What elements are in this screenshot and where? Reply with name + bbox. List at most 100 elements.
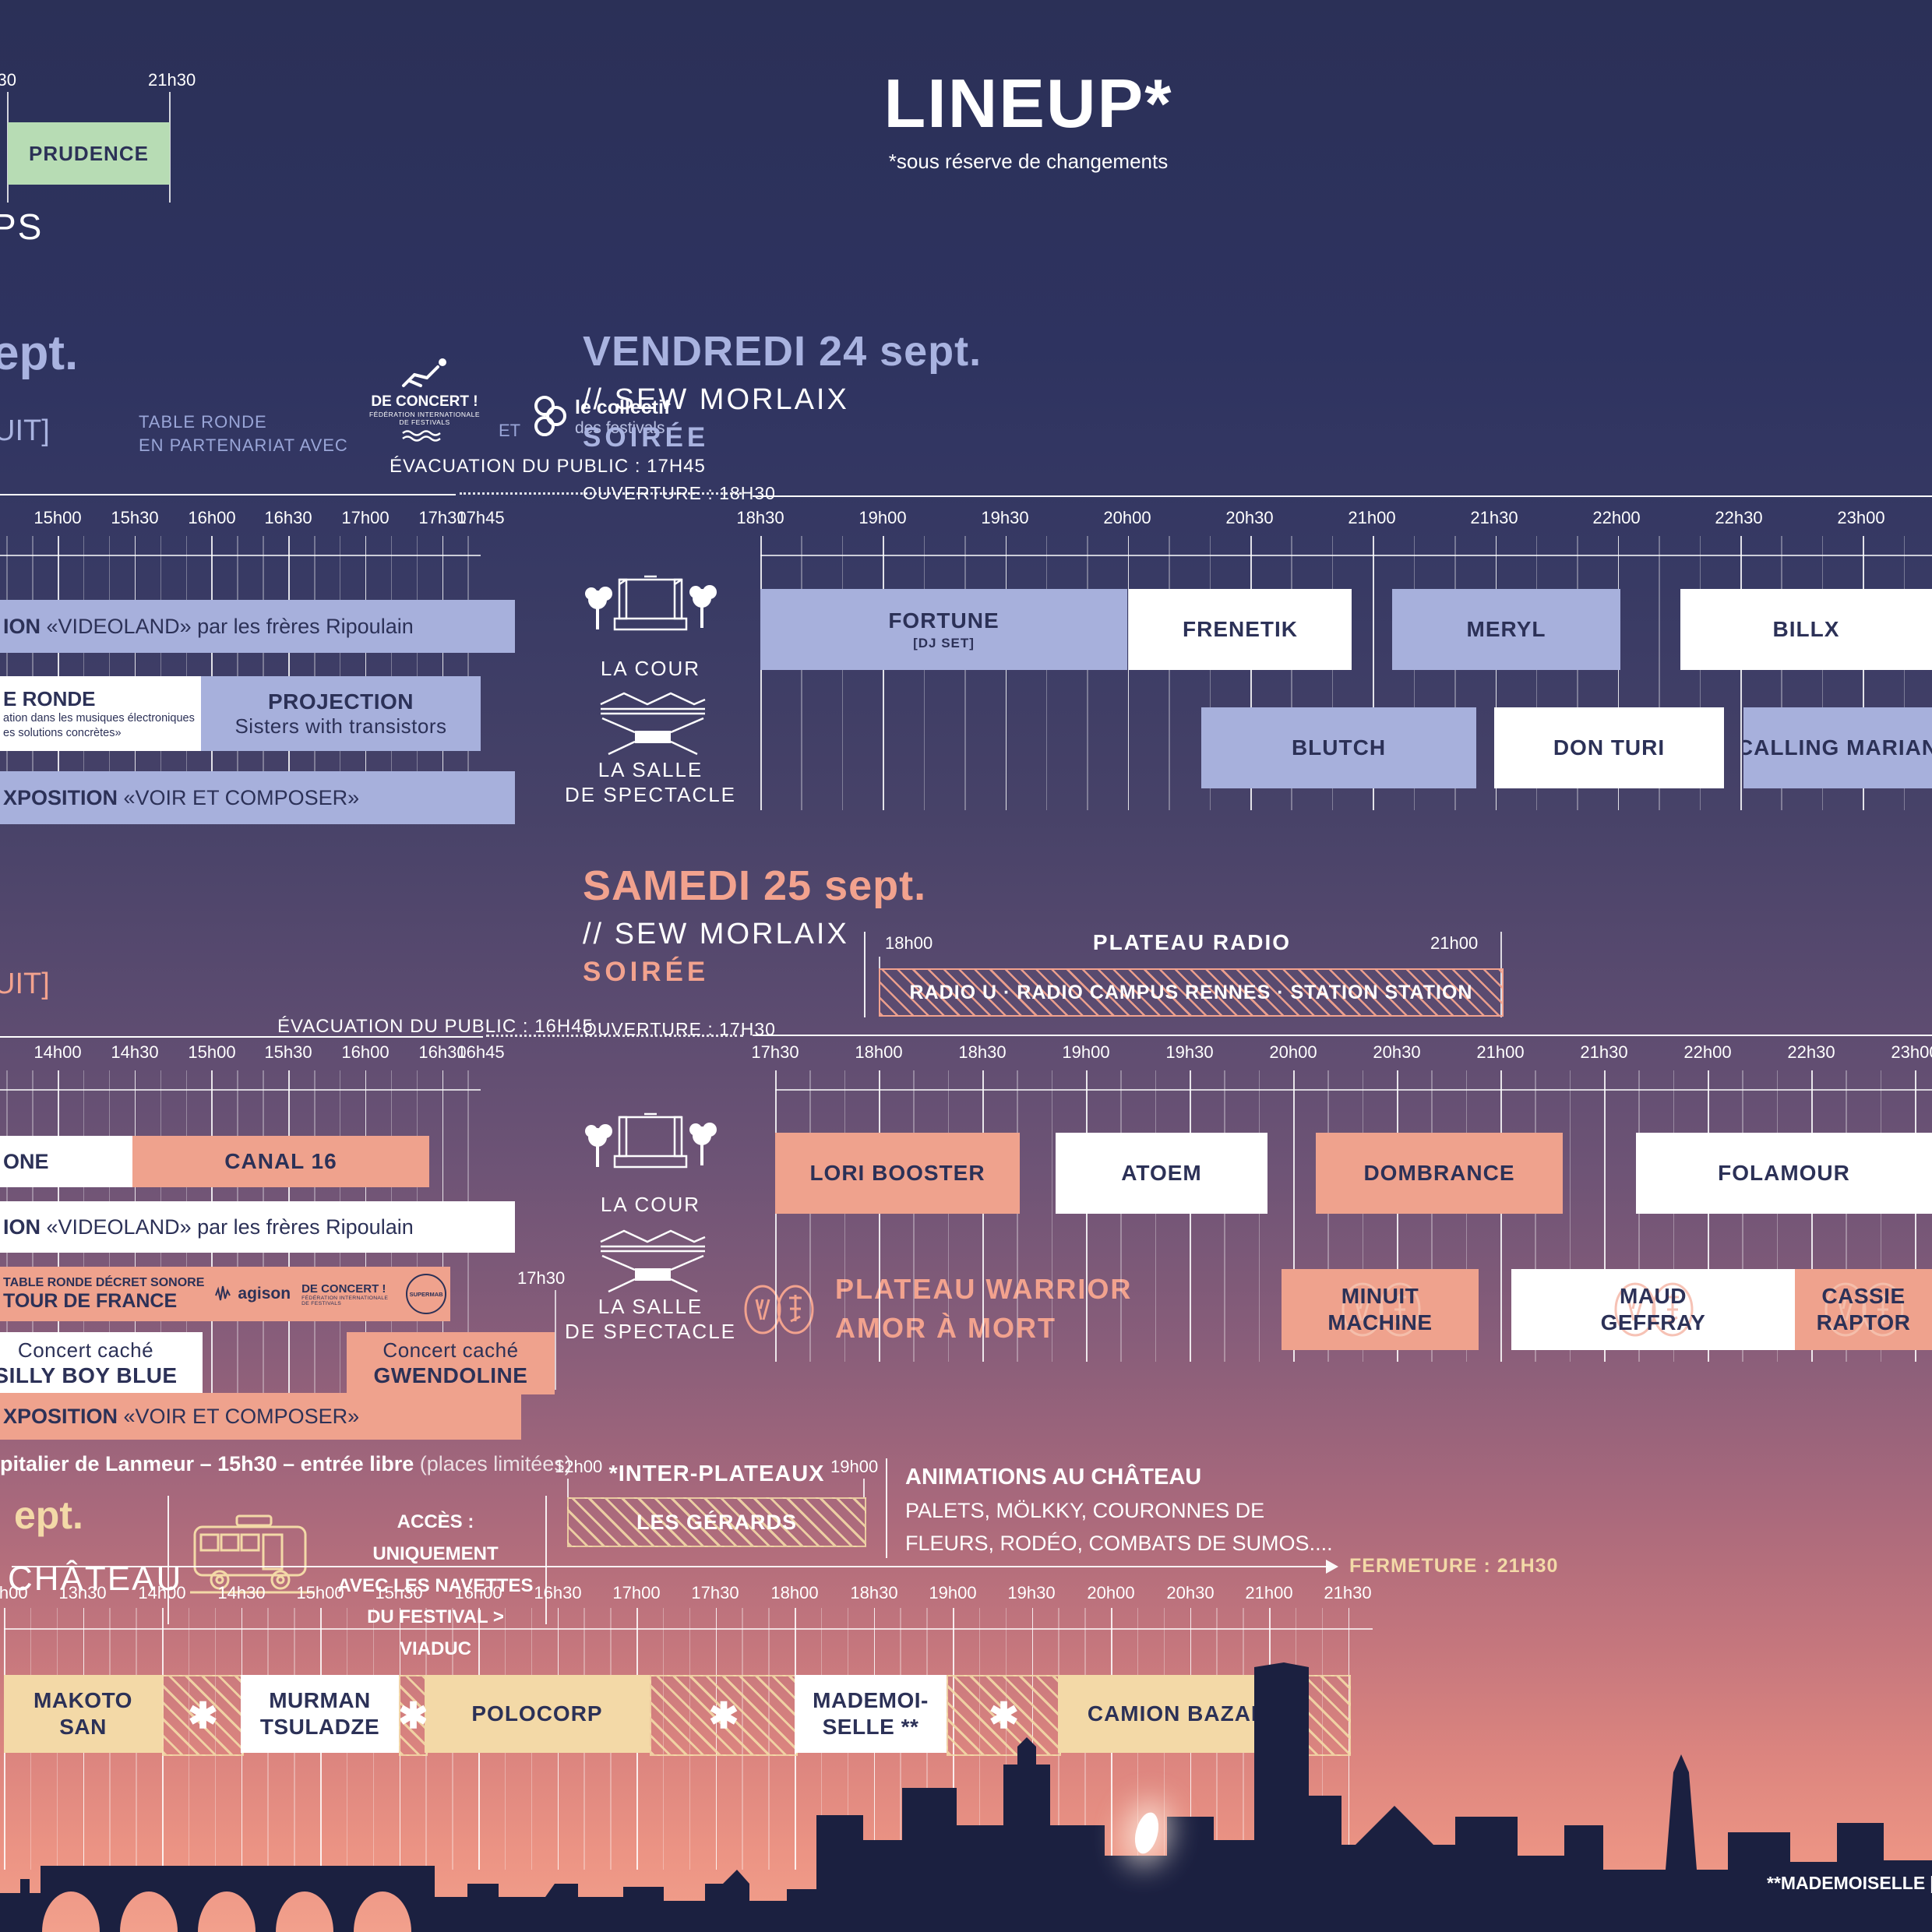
gridline (1740, 536, 1742, 810)
time-label: 17h00 (612, 1583, 661, 1602)
divider (545, 1496, 547, 1624)
logo-le-collectif: le collectif des festivals (531, 393, 670, 440)
box-exposition-samedi: XPOSITION «VOIR ET COMPOSER» (0, 1393, 521, 1440)
gridline (134, 536, 136, 806)
time-label: 18h30 (958, 1042, 1007, 1062)
gridline (1500, 1070, 1502, 1362)
time-label: 15h30 (264, 1042, 312, 1062)
gridline (1362, 1070, 1364, 1362)
gridline (1811, 1070, 1813, 1362)
chateau-acces-text: ACCÈS : UNIQUEMENT AVEC LES NAVETTES DU … (337, 1511, 534, 1660)
time-label: 15h00 (33, 508, 82, 527)
gridline (1708, 1070, 1709, 1362)
jeudi-free-fragment: UIT] (0, 414, 50, 447)
gridline (211, 536, 213, 806)
topleft-text-fragment: PS (0, 206, 44, 247)
time-label: 16h30 (418, 1042, 467, 1062)
divider (886, 1458, 887, 1558)
vendredi-date: VENDREDI 24 sept. (583, 328, 982, 375)
stage-cour-icon (580, 559, 721, 649)
box-lori-booster: LORI BOOSTER (775, 1133, 1020, 1214)
time-label: 20h00 (1103, 508, 1151, 527)
vendredi-venue: // SEW MORLAIX (583, 383, 849, 416)
gridline (1915, 1070, 1916, 1362)
tick (555, 1290, 556, 1390)
time-label: 13h30 (58, 1583, 107, 1602)
samjour-lanmeur-note: pitalier de Lanmeur – 15h30 – entrée lib… (0, 1452, 572, 1475)
vendredi-open-line (753, 495, 1932, 497)
samjour-evacuation: ÉVACUATION DU PUBLIC : 16H45 (277, 1016, 594, 1037)
gridline (58, 536, 59, 806)
gap-hatch: ✱ (162, 1675, 244, 1756)
samjour-extra-time: 17h30 (517, 1268, 566, 1288)
time-label: 15h30 (111, 508, 159, 527)
gridline (1880, 1070, 1882, 1362)
chateau-date-fragment: ept. (14, 1493, 83, 1537)
waves-icon (402, 430, 441, 442)
time-label: 19h00 (1062, 1042, 1110, 1062)
vendredi-stage2-label2: DE SPECTACLE (564, 783, 737, 806)
time-label: 19h00 (929, 1583, 977, 1602)
samedi-moment: SOIRÉE (583, 957, 710, 987)
box-billx: BILLX (1680, 589, 1932, 670)
samjour-free-fragment: UIT] (0, 968, 50, 1000)
time-label: 21h00 (1245, 1583, 1293, 1602)
page-subtitle: *sous réserve de changements (888, 150, 1169, 173)
grid-baseline (4, 1628, 1373, 1630)
vendredi-stage1-label: LA COUR (600, 657, 701, 680)
box-canal-16: CANAL 16 (132, 1136, 429, 1187)
gridline (1742, 1070, 1743, 1362)
time-label: 21h00 (1348, 508, 1396, 527)
gridline (339, 536, 341, 806)
gridline (1291, 536, 1292, 810)
gridline (1045, 536, 1048, 810)
gap-hatch: ✱ (399, 1675, 428, 1756)
gridline (801, 536, 802, 810)
gridline (32, 536, 33, 806)
samedi-venue: // SEW MORLAIX (583, 918, 849, 950)
plateau-warrior-badge-icon (736, 1279, 823, 1344)
gridline (1776, 1070, 1779, 1362)
vendredi-stage2-label1: LA SALLE (598, 758, 703, 781)
time-label: 16h00 (188, 508, 236, 527)
samedi-date: SAMEDI 25 sept. (583, 862, 927, 909)
warrior-watermark-icon (1614, 1282, 1694, 1337)
warrior-watermark-icon (1824, 1282, 1904, 1337)
divider-line (0, 494, 456, 495)
stage-salle-icon (591, 687, 715, 760)
gridline (442, 536, 443, 806)
time-label: 17h30 (418, 508, 467, 527)
asterisk-mark: ✱ (188, 1695, 218, 1736)
plateau-warrior-subtitle: AMOR À MORT (835, 1312, 1056, 1344)
gridline (1169, 536, 1170, 810)
gridline (947, 1070, 950, 1362)
divider-line (0, 1036, 483, 1038)
grid-baseline (760, 555, 1932, 556)
gridline (6, 536, 8, 806)
gridline (1005, 536, 1007, 810)
time-label: 15h30 (375, 1583, 423, 1602)
vendredi-ouverture: OUVERTURE : 18H30 (583, 483, 776, 503)
gridline (1373, 536, 1374, 810)
asterisk-mark: ✱ (989, 1695, 1019, 1736)
box-calling-marian: CALLING MARIAN (1743, 707, 1932, 788)
time-label: 14h00 (33, 1042, 82, 1062)
gridline (1846, 1070, 1847, 1362)
footnote-mademoiselle: **MADEMOISELLE [R (1767, 1873, 1932, 1893)
gridline (1673, 1070, 1675, 1362)
gridline (775, 1070, 777, 1362)
box-blutch: BLUTCH (1201, 707, 1476, 788)
gridline (1821, 536, 1824, 810)
gridline (1903, 536, 1906, 810)
gridline (160, 536, 162, 806)
swimmer-icon (402, 358, 446, 387)
stage-salle-icon (591, 1225, 715, 1297)
gridline (237, 536, 238, 806)
gridline (1327, 1070, 1329, 1362)
gridline (809, 1070, 811, 1362)
gridline (1397, 1070, 1398, 1362)
stage-cour-icon (580, 1097, 721, 1186)
box-dombrance: DOMBRANCE (1316, 1133, 1563, 1214)
